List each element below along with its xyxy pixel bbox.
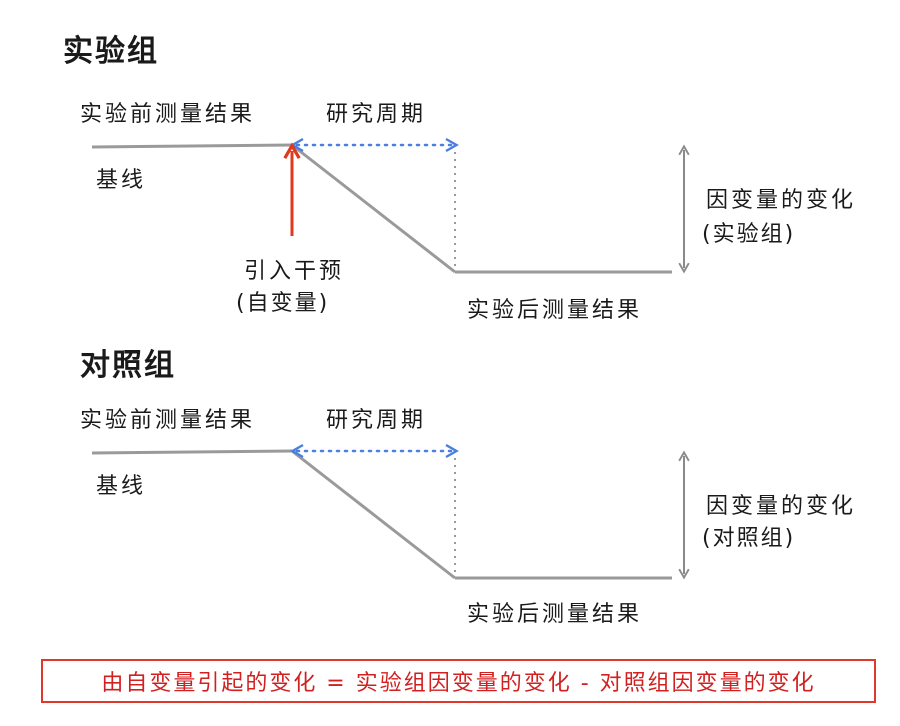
control-group-title: 对照组 [80,348,176,383]
control-group-tag: (对照组) [702,526,796,551]
intervention-label: 引入干预 [244,259,345,284]
experimental-baseline-line [91,143,293,149]
experimental-baseline-label: 基线 [96,168,147,193]
experimental-decline-line [291,143,456,274]
control-research-period-label: 研究周期 [326,408,427,433]
experimental-plot [91,137,690,274]
formula-box: 由自变量引起的变化 = 实验组因变量的变化 - 对照组因变量的变化 [41,659,876,703]
formula-text: 由自变量引起的变化 = 实验组因变量的变化 - 对照组因变量的变化 [101,671,816,696]
experimental-research-period-label: 研究周期 [326,102,427,127]
control-dv-change-label: 因变量的变化 [706,494,857,519]
independent-variable-label: (自变量) [236,291,330,316]
control-plot [91,443,690,580]
control-baseline-line [91,449,293,455]
experimental-dv-change-label: 因变量的变化 [706,188,857,213]
control-baseline-label: 基线 [96,474,147,499]
experimental-group-title: 实验组 [63,34,159,69]
control-pre-measurement-label: 实验前测量结果 [80,408,256,433]
experimental-pre-measurement-label: 实验前测量结果 [80,102,256,127]
experimental-post-measurement-label: 实验后测量结果 [467,298,643,323]
control-decline-line [291,449,456,580]
control-post-measurement-label: 实验后测量结果 [467,602,643,627]
experimental-group-tag: (实验组) [702,222,796,247]
